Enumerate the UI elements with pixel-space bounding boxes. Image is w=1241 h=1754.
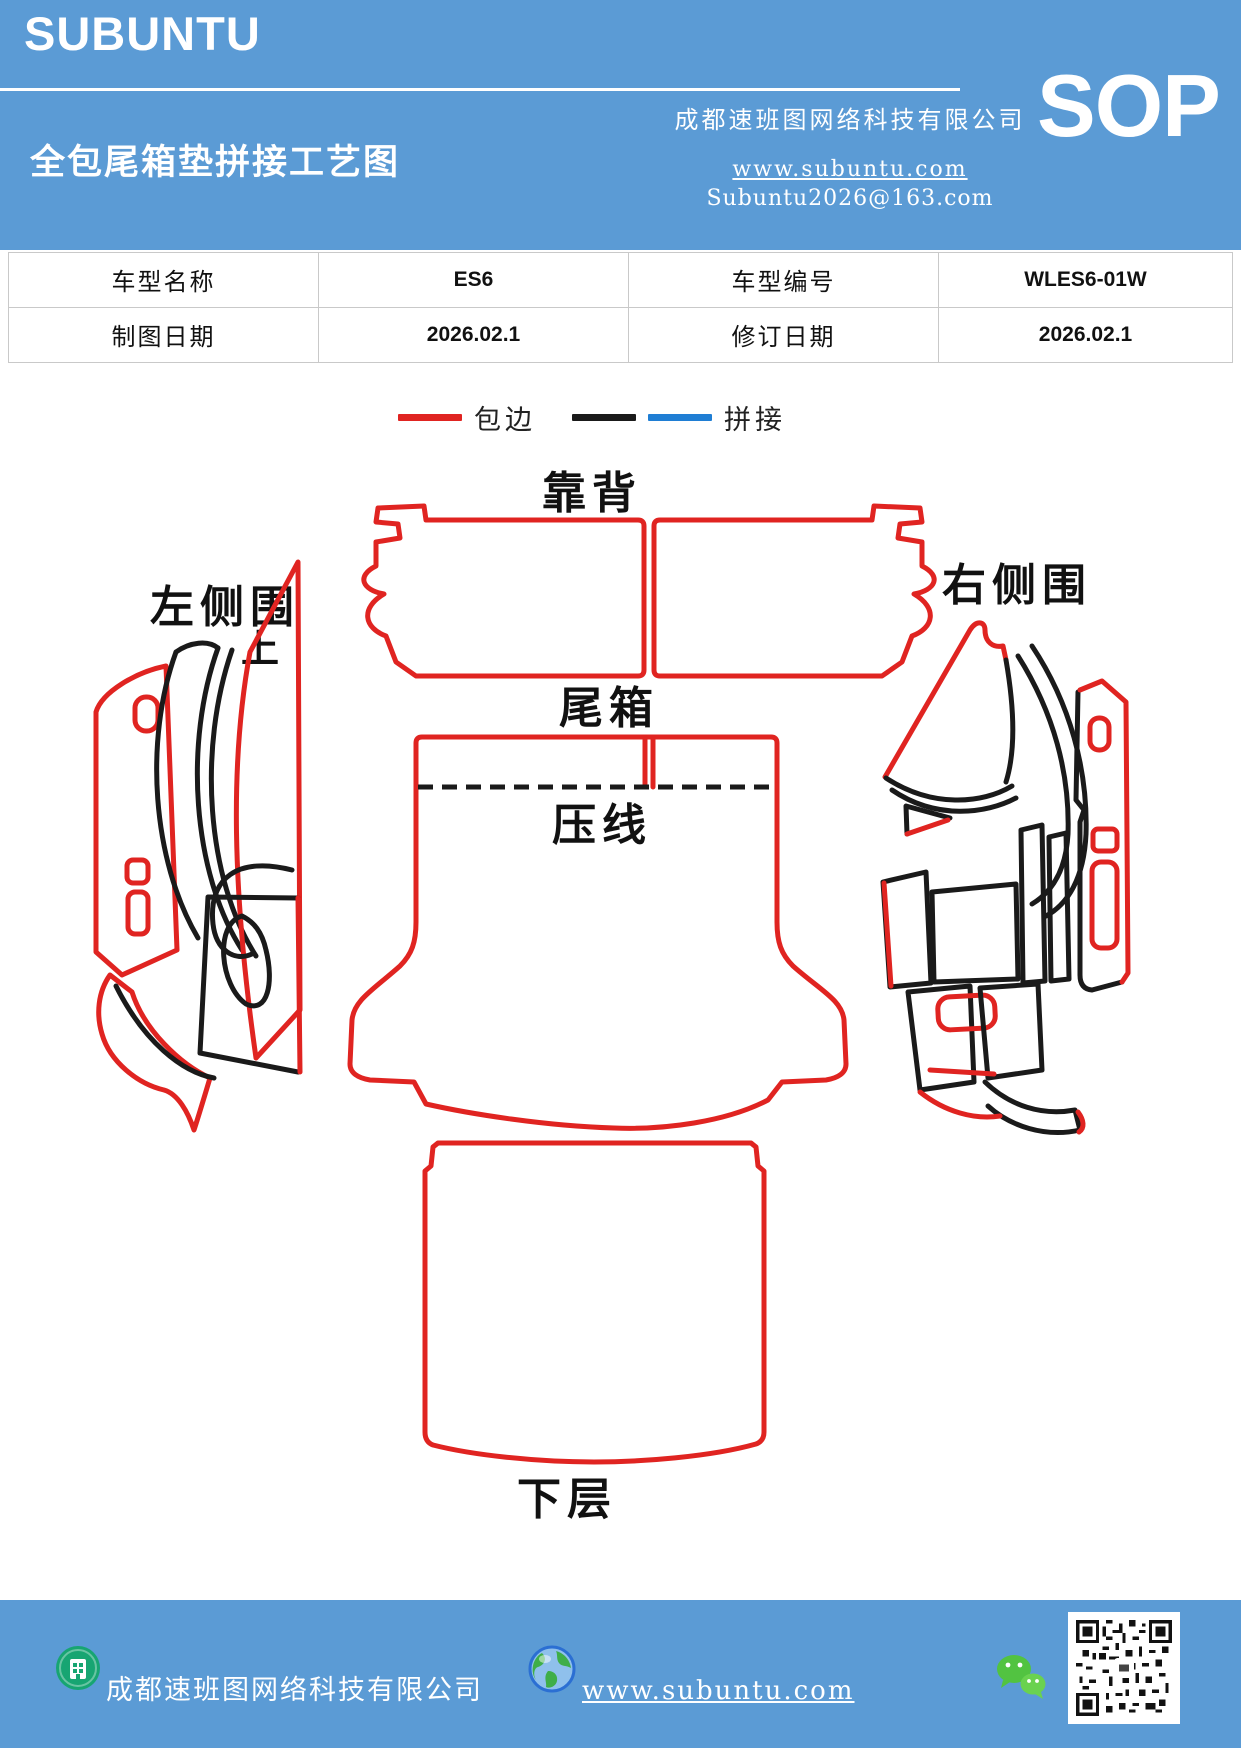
model-name-label: 车型名称 <box>111 268 216 297</box>
right-bottom-quad <box>905 983 977 1093</box>
left-quad-inner-blob <box>221 913 272 1009</box>
model-code-label: 车型编号 <box>731 268 836 297</box>
backrest-left-piece <box>361 503 647 679</box>
table-cell: 2026.02.1 <box>939 308 1232 363</box>
header-divider-line <box>0 88 960 91</box>
table-cell: 车型名称 <box>9 253 319 308</box>
splice-black-swatch <box>572 414 636 421</box>
right-panel-hole-2 <box>1089 859 1120 951</box>
header-band: SUBUNTU 全包尾箱垫拼接工艺图 成都速班图网络科技有限公司 www.sub… <box>0 0 1241 250</box>
lower-layer-piece <box>422 1140 767 1465</box>
wechat-icon <box>997 1655 1046 1699</box>
left-side-group <box>93 559 303 1133</box>
pattern-diagram: 靠背 尾箱 压线 左侧围 上 右侧围 下层 <box>93 468 1131 1525</box>
left-hook-piece <box>209 863 295 959</box>
footer-website-link[interactable]: www.subuntu.com <box>582 1676 855 1706</box>
right-bottom-shape <box>977 981 1045 1081</box>
left-tail-splice <box>113 983 217 1081</box>
trunk-label: 尾箱 <box>559 683 659 734</box>
right-sail-arc-1 <box>883 775 1015 803</box>
left-quad-red-edge <box>295 895 303 1075</box>
table-cell: WLES6-01W <box>939 253 1232 308</box>
left-splice-curve-2 <box>194 645 245 953</box>
legend: 包边 拼接 <box>398 398 786 437</box>
revision-date-value: 2026.02.1 <box>1038 322 1133 346</box>
left-tail-piece <box>96 972 213 1133</box>
left-quad-piece <box>197 894 301 1075</box>
right-bottom-red-curve-2 <box>1075 1109 1086 1135</box>
right-quad-2 <box>929 881 1021 985</box>
splice-label: 拼接 <box>724 405 786 436</box>
right-outer-panel-red <box>1077 678 1131 985</box>
left-panel-hole-oval <box>132 694 161 734</box>
right-band-piece-2 <box>1046 830 1072 984</box>
right-sail-black-edge <box>1003 657 1016 785</box>
page-title: 全包尾箱垫拼接工艺图 <box>30 142 401 183</box>
right-panel-hole-1 <box>1090 826 1120 854</box>
left-panel-hole-2 <box>125 889 151 937</box>
vehicle-info-table: 车型名称 ES6 车型编号 WLES6-01W 制图日期 2026.02.1 修… <box>8 252 1233 363</box>
table-cell: 修订日期 <box>629 307 939 362</box>
right-band-piece-1 <box>1018 822 1048 986</box>
splice-blue-swatch <box>648 414 712 421</box>
company-building-icon <box>56 1646 100 1690</box>
backrest-right-piece <box>651 503 937 679</box>
right-bottom-tail <box>982 1079 1083 1135</box>
right-side-label: 右侧围 <box>942 560 1092 611</box>
left-side-label: 左侧围 <box>150 582 300 633</box>
right-bottom-red-bar <box>927 1067 997 1077</box>
revision-date-label: 修订日期 <box>731 323 836 352</box>
sop-label: SOP <box>1037 56 1221 155</box>
right-quad-1-red-edge <box>881 880 894 989</box>
trunk-piece <box>347 734 849 1131</box>
table-cell: 车型编号 <box>629 253 939 308</box>
right-bottom-red-curve-1 <box>917 1089 1003 1120</box>
right-sail-arc-2 <box>889 787 1019 814</box>
backrest-label: 靠背 <box>542 468 642 519</box>
right-side-group <box>880 620 1131 1135</box>
table-cell: 制图日期 <box>9 307 319 362</box>
right-outer-panel-black <box>1073 689 1125 993</box>
model-code-value: WLES6-01W <box>1024 267 1147 291</box>
left-panel-piece <box>93 663 180 978</box>
table-cell: 2026.02.1 <box>319 307 629 362</box>
edge-wrap-label: 包边 <box>474 405 536 436</box>
draw-date-value: 2026.02.1 <box>426 322 521 346</box>
edge-wrap-swatch <box>398 414 462 421</box>
right-sail-red-edge <box>882 620 1009 780</box>
company-name: 成都速班图网络科技有限公司 <box>674 106 1026 134</box>
right-panel-hole-oval <box>1087 715 1112 753</box>
globe-icon <box>528 1645 576 1693</box>
footer-company-name: 成都速班图网络科技有限公司 <box>106 1675 483 1706</box>
lower-layer-label: 下层 <box>517 1474 617 1525</box>
trunk-center-slit <box>642 734 656 790</box>
model-name-value: ES6 <box>453 267 494 291</box>
left-panel-hole-1 <box>124 857 151 886</box>
table-cell: ES6 <box>319 253 629 308</box>
left-splice-curve-1 <box>154 649 201 941</box>
left-splice-cap <box>173 640 221 655</box>
left-peak-piece <box>233 559 303 1061</box>
email-text: Subuntu2026@163.com <box>706 186 994 211</box>
header-contact-block: 成都速班图网络科技有限公司 www.subuntu.com Subuntu202… <box>660 100 1040 211</box>
qr-code <box>1068 1612 1180 1724</box>
left-splice-curve-3 <box>208 647 259 959</box>
brand-logo: SUBUNTU <box>24 7 261 60</box>
website-link[interactable]: www.subuntu.com <box>732 157 968 182</box>
right-small-v-red <box>904 817 951 837</box>
crease-label: 压线 <box>552 800 652 851</box>
right-bottom-ring <box>935 992 998 1033</box>
draw-date-label: 制图日期 <box>111 323 216 352</box>
right-small-v-black <box>903 803 953 837</box>
